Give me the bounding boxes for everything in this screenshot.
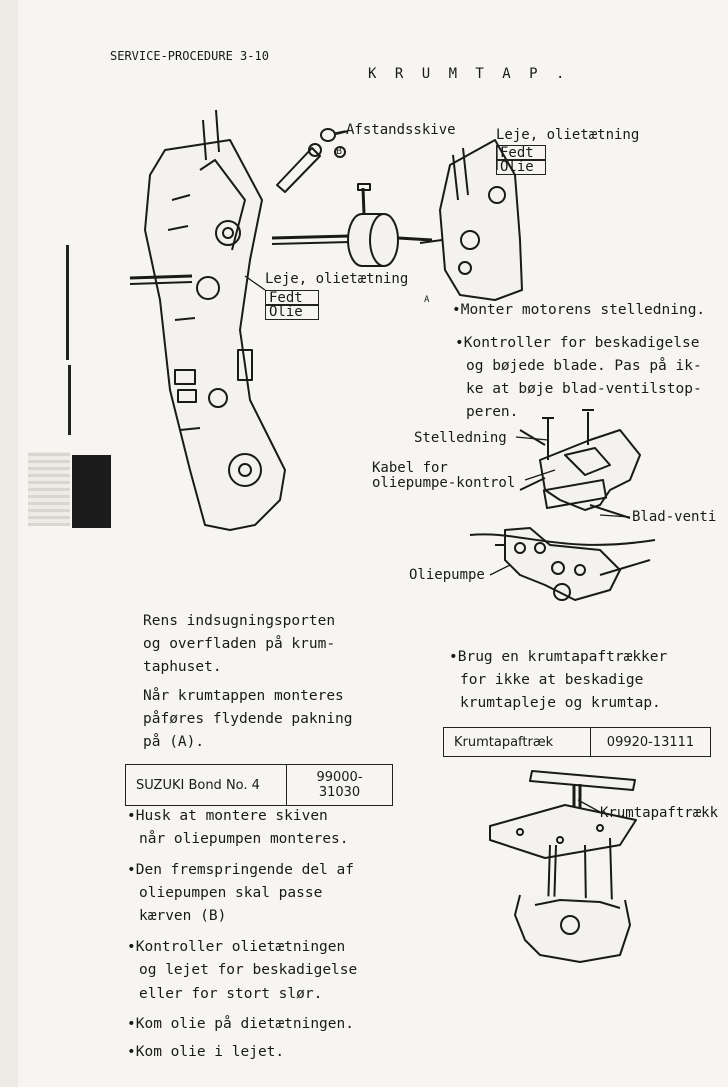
left-para-line: påføres flydende pakning [143, 711, 353, 727]
label-leje-mid: Leje, olietætning [265, 271, 409, 287]
right-para-line: •Brug en krumtapaftrækker [449, 649, 668, 665]
spec-table-tool: Krumtapaftræk 09920-13111 [443, 727, 711, 757]
left-bullet-line: •Den fremspringende del af [127, 862, 354, 878]
right-para-line: for ikke at beskadige [460, 672, 644, 688]
binding-mark [68, 365, 71, 435]
label-krumtapaftraek: Krumtapaftrækk [600, 805, 719, 821]
oil-pump-illustration [469, 477, 656, 601]
left-para-line: Rens indsugningsporten [143, 613, 336, 629]
marker-a: A [424, 295, 430, 305]
right-bullet-line: •Kontroller for beskadigelse [455, 335, 700, 351]
left-bullet-line: oliepumpen skal passe [139, 885, 323, 901]
spec-product-name: SUZUKI Bond No. 4 [125, 764, 287, 806]
label-kabel-2: oliepumpe-kontrol [372, 475, 516, 491]
spec-product-code: 99000-31030 [286, 764, 393, 806]
right-bullet-line: •Monter motorens stelledning. [452, 302, 706, 318]
leader-lines [244, 130, 631, 813]
section-header: SERVICE-PROCEDURE 3-10 [110, 49, 269, 63]
tool-name: Krumtapaftræk [443, 727, 591, 757]
left-para-line: på (A). [143, 734, 205, 750]
spec-table-suzuki-bond: SUZUKI Bond No. 4 99000-31030 [125, 764, 393, 806]
label-leje-top: Leje, olietætning [496, 127, 640, 143]
left-bullet-line: •Kom olie på dietætningen. [127, 1016, 354, 1032]
left-bullet-line: og lejet for beskadigelse [139, 962, 358, 978]
left-bullet-line: •Kontroller olietætningen [127, 939, 346, 955]
right-bullet-line: peren. [466, 404, 519, 420]
left-bullet-line: •Kom olie i lejet. [127, 1044, 285, 1060]
crankshaft-remover-illustration [489, 770, 637, 963]
left-bullet-line: kærven (B) [139, 908, 227, 924]
crankcase-left-illustration [129, 109, 286, 531]
label-fedt-top: Fedt [496, 145, 546, 161]
page-title: K R U M T A P . [368, 66, 570, 82]
label-olie-top: Olie [496, 159, 546, 175]
right-para-line: krumtapleje og krumtap. [460, 695, 661, 711]
binding-mark [66, 245, 69, 360]
left-bullet-line: når oliepumpen monteres. [139, 831, 349, 847]
reed-valve-illustration [519, 409, 641, 519]
left-para-line: taphuset. [143, 659, 222, 675]
washer-illustration [276, 128, 349, 193]
left-para-line: Når krumtappen monteres [143, 688, 344, 704]
label-olie-mid: Olie [265, 304, 319, 320]
label-kabel-1: Kabel for [372, 460, 448, 476]
label-afstandsskive: Afstandsskive [346, 122, 456, 138]
right-bullet-line: ke at bøje blad-ventilstop- [466, 381, 702, 397]
binding-tab-ghost [28, 452, 70, 526]
binding-tab [72, 455, 111, 528]
label-blad-venti: Blad-venti [632, 509, 717, 525]
tool-code: 09920-13111 [590, 727, 711, 757]
label-oliepumpe: Oliepumpe [409, 567, 485, 583]
left-bullet-line: eller for stort slør. [139, 986, 323, 1002]
left-bullet-line: •Husk at montere skiven [127, 808, 328, 824]
marker-b: B [336, 146, 343, 157]
crankshaft-illustration [271, 183, 433, 267]
label-fedt-mid: Fedt [265, 290, 319, 306]
label-stelledning: Stelledning [414, 430, 507, 446]
left-para-line: og overfladen på krum- [143, 636, 336, 652]
right-bullet-line: og bøjede blade. Pas på ik- [466, 358, 702, 374]
crankcase-right-illustration [419, 139, 523, 301]
